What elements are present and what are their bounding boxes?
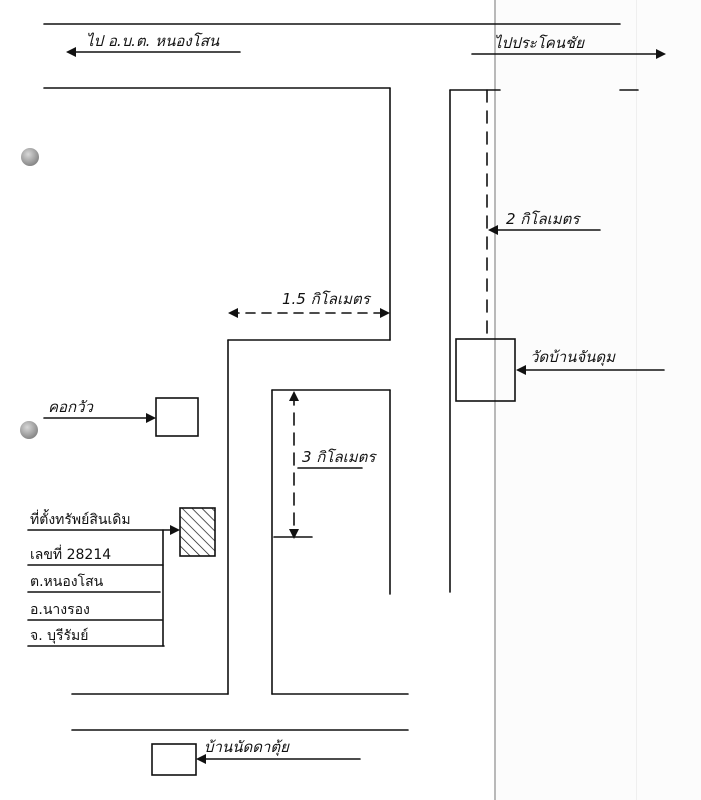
sheet-fold-shadow (494, 0, 496, 800)
address-line-3: ต.หนองโสน (30, 574, 104, 590)
address-line-4: อ.นางรอง (30, 602, 90, 618)
label-distance-2km: 2 กิโลเมตร (506, 210, 580, 228)
house-box (151, 743, 197, 776)
label-house: บ้านนัดดาตุ้ย (204, 738, 289, 756)
address-line-5: จ. บุรีรัมย์ (30, 628, 89, 644)
label-distance-3km: 3 กิโลเมตร (302, 448, 376, 466)
sheet-edge (636, 0, 637, 800)
label-to-nong-ki: ไป อ.บ.ต. หนองโสน (86, 32, 220, 50)
punch-hole-bottom (20, 421, 38, 439)
label-distance-1-5km: 1.5 กิโลเมตร (282, 290, 370, 308)
punch-hole-top (21, 148, 39, 166)
wat-box (455, 338, 516, 402)
address-line-2: เลขที่ 28214 (30, 547, 112, 563)
address-line-1: ที่ตั้งทรัพย์สินเดิม (30, 512, 131, 528)
label-cowshed: คอกวัว (48, 398, 93, 416)
label-to-prakhon-chai: ไปประโคนชัย (494, 34, 585, 52)
property-box-hatched (179, 507, 216, 557)
label-wat-ban-chan-dum: วัดบ้านจันดุม (530, 348, 616, 366)
overlapping-sheet (496, 0, 701, 800)
cowshed-box (155, 397, 199, 437)
